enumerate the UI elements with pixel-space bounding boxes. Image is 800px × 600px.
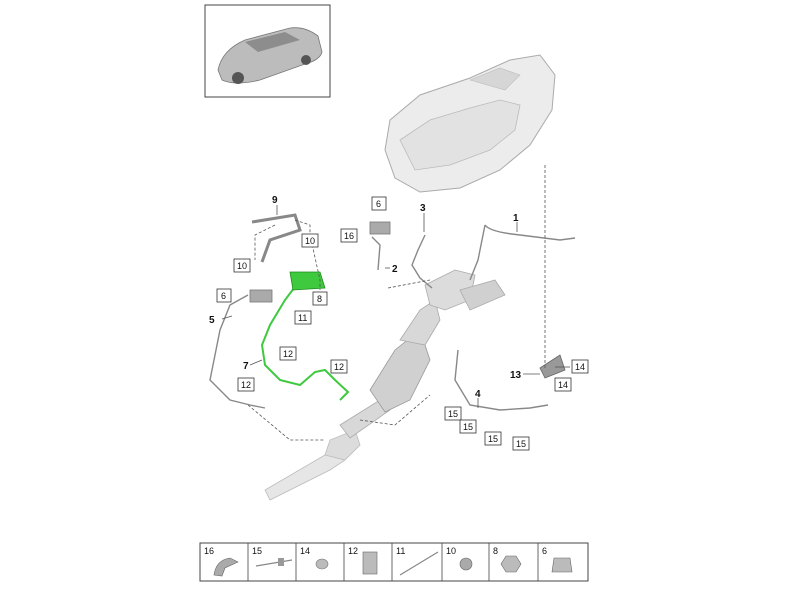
legend-14: 14	[300, 546, 310, 556]
box-14a: 14	[571, 359, 589, 374]
legend-8: 8	[493, 546, 498, 556]
label-5: 5	[209, 315, 215, 326]
box-16: 16	[340, 228, 358, 243]
legend-15: 15	[252, 546, 262, 556]
label-2: 2	[392, 264, 398, 275]
bracket-9	[251, 213, 302, 263]
vehicle-thumbnail	[204, 4, 331, 98]
wire-tie-icon	[399, 551, 439, 576]
legend-11: 11	[396, 546, 405, 556]
highlighted-harness	[260, 279, 350, 401]
svg-text:12: 12	[334, 362, 344, 372]
sensor-6	[249, 221, 391, 303]
sensor-cable-1	[469, 224, 576, 281]
label-3: 3	[420, 203, 426, 214]
box-15d: 15	[512, 436, 530, 451]
grommet-icon	[459, 557, 473, 571]
box-8: 8	[312, 291, 328, 306]
sensor-cable-5	[209, 294, 266, 409]
svg-text:12: 12	[241, 380, 251, 390]
box-6a: 6	[371, 196, 387, 211]
svg-text:11: 11	[298, 313, 307, 323]
box-10a: 10	[301, 233, 319, 248]
box-6b: 6	[216, 288, 232, 303]
label-13: 13	[510, 370, 522, 381]
box-12a: 12	[279, 346, 297, 361]
sensor-cable-4	[454, 349, 549, 411]
nut-icon	[315, 558, 329, 570]
cable-tie-icon	[255, 558, 293, 567]
box-11: 11	[294, 310, 312, 325]
label-7: 7	[243, 361, 249, 372]
dashed-leaders	[247, 165, 546, 441]
svg-text:10: 10	[237, 261, 247, 271]
box-15c: 15	[484, 431, 502, 446]
box-12c: 12	[237, 377, 255, 392]
svg-text:16: 16	[344, 231, 354, 241]
svg-text:15: 15	[463, 422, 473, 432]
label-1: 1	[513, 213, 519, 224]
box-14b: 14	[554, 377, 572, 392]
legend-16: 16	[204, 546, 214, 556]
svg-text:15: 15	[488, 434, 498, 444]
svg-text:15: 15	[516, 439, 526, 449]
clip-icon	[362, 551, 378, 575]
transmission-unit	[384, 54, 556, 193]
exhaust-system	[264, 269, 506, 501]
svg-text:8: 8	[317, 294, 322, 304]
box-15b: 15	[459, 419, 477, 434]
legend-12: 12	[348, 546, 358, 556]
label-4: 4	[475, 389, 481, 400]
box-12b: 12	[330, 359, 348, 374]
svg-text:15: 15	[448, 409, 458, 419]
parts-legend: 16 15 14 12 11 10 8 6	[199, 542, 589, 582]
bracket-13	[539, 354, 566, 379]
svg-text:14: 14	[575, 362, 585, 372]
svg-text:6: 6	[376, 199, 381, 209]
svg-text:6: 6	[221, 291, 226, 301]
svg-text:10: 10	[305, 236, 315, 246]
label-9: 9	[272, 195, 278, 206]
svg-text:12: 12	[283, 349, 293, 359]
sensor-cable-2	[371, 236, 381, 271]
legend-6: 6	[542, 546, 547, 556]
hex-nut-icon	[500, 555, 522, 573]
bracket-nut-icon	[551, 557, 573, 573]
box-10b: 10	[233, 258, 251, 273]
legend-10: 10	[446, 546, 456, 556]
box-15a: 15	[444, 406, 462, 421]
clamp-icon	[213, 557, 239, 577]
svg-text:14: 14	[558, 380, 568, 390]
highlighted-bracket-8	[289, 271, 326, 291]
